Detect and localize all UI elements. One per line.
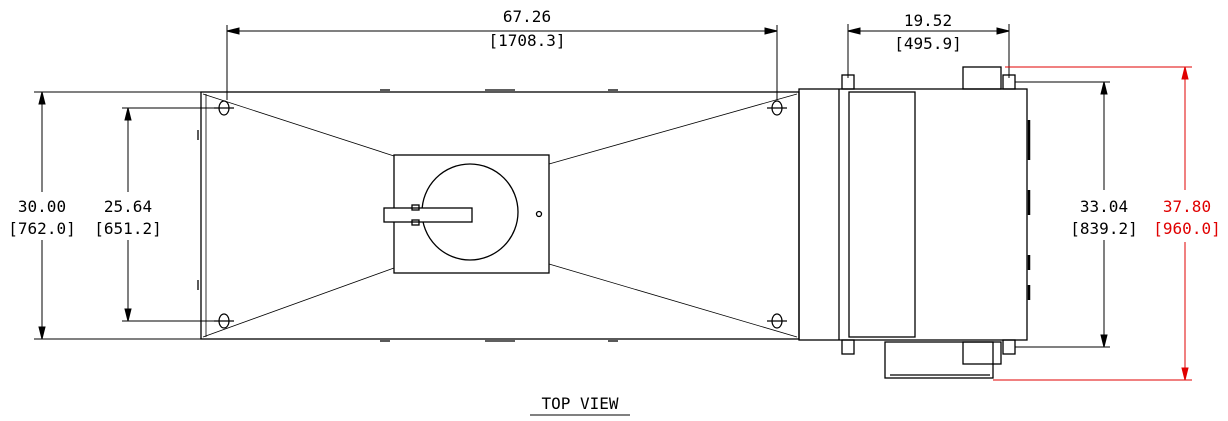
max-width-inches: 37.80 <box>1163 197 1211 216</box>
arrow-head-icon <box>996 27 1010 35</box>
side-width-inches: 33.04 <box>1080 197 1128 216</box>
arrow-head-icon <box>38 326 46 340</box>
arrow-head-icon <box>764 27 778 35</box>
bottom-bracket <box>1002 339 1016 355</box>
dimension-lines <box>34 24 1110 348</box>
main-enclosure <box>197 89 800 342</box>
side-width-mm: [839.2] <box>1070 219 1137 238</box>
diagonal-line <box>548 263 798 338</box>
overall-width-inches: 30.00 <box>18 197 66 216</box>
lever-detail <box>411 219 420 226</box>
dimension-labels: 67.26 [1708.3] 19.52 [495.9] 30.00 [762.… <box>8 7 1220 238</box>
mounting-hole-icon <box>214 313 234 329</box>
overall-length-mm: [1708.3] <box>488 31 565 50</box>
mounting-hole-icon <box>767 313 787 329</box>
mounting-holes <box>214 100 787 329</box>
bottom-fitting <box>962 341 1002 365</box>
arrow-head-icon <box>226 27 240 35</box>
diagonal-line <box>202 267 395 338</box>
main-enclosure-outline <box>200 91 800 340</box>
top-fitting <box>962 66 1002 90</box>
side-unit-outline <box>798 88 1028 341</box>
side-depth-mm: [495.9] <box>894 34 961 53</box>
mounting-hole-icon <box>767 100 787 116</box>
panel-screw-icon <box>535 210 543 218</box>
arrow-head-icon <box>38 91 46 105</box>
dimension-lines-highlight <box>993 66 1192 381</box>
max-width-mm: [960.0] <box>1153 219 1220 238</box>
arrow-head-icon <box>1100 81 1108 95</box>
side-unit <box>798 66 1031 379</box>
arrow-head-icon <box>1181 66 1189 80</box>
arrow-head-icon <box>847 27 861 35</box>
arrow-head-icon <box>1181 367 1189 381</box>
overall-width-mm: [762.0] <box>8 219 75 238</box>
diagonal-line <box>202 93 395 157</box>
bottom-duct <box>884 341 994 379</box>
rotary-handle-lever <box>383 207 473 223</box>
mounting-width-inches: 25.64 <box>104 197 152 216</box>
mounting-hole-icon <box>214 100 234 116</box>
view-caption: TOP VIEW <box>530 394 630 416</box>
arrow-head-icon <box>124 107 132 121</box>
bottom-bracket <box>841 339 855 355</box>
disconnect-panel <box>383 154 550 274</box>
mounting-width-mm: [651.2] <box>94 219 161 238</box>
view-caption-text: TOP VIEW <box>541 394 618 413</box>
arrow-head-icon <box>1100 334 1108 348</box>
side-depth-inches: 19.52 <box>904 11 952 30</box>
diagonal-line <box>548 93 798 165</box>
side-unit-inner-panel <box>848 91 916 338</box>
lever-detail <box>411 204 420 211</box>
arrow-head-icon <box>124 308 132 322</box>
overall-length-inches: 67.26 <box>503 7 551 26</box>
